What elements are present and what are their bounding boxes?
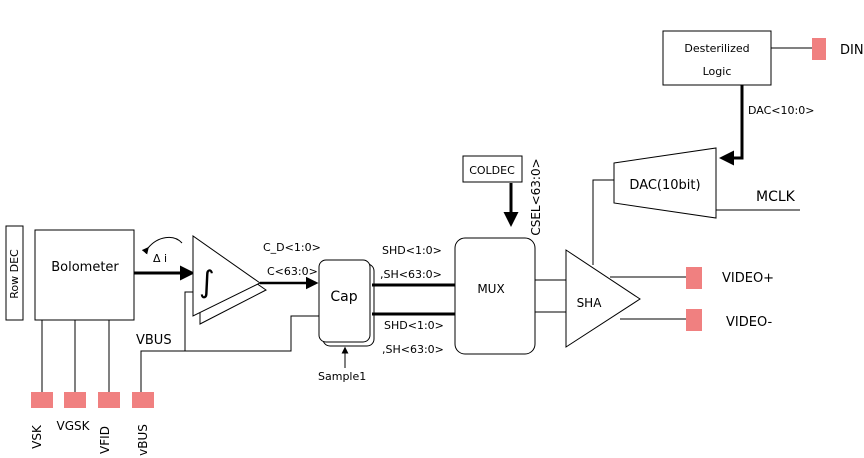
signal-c-bus: C<63:0>: [267, 265, 318, 278]
pin-label-vfid: VFID: [98, 426, 112, 454]
sha-block: [565, 249, 641, 348]
sample1-label: Sample1: [318, 370, 366, 383]
mux-block: [454, 237, 536, 355]
pin-label-din: DIN: [840, 43, 864, 58]
mux-label: MUX: [477, 282, 504, 296]
cap-block: [318, 259, 371, 343]
signal-shd-top: SHD<1:0>: [382, 244, 442, 257]
coldec-label: COLDEC: [469, 164, 515, 177]
signal-c-d: C_D<1:0>: [263, 241, 321, 254]
pad-vgsk: [64, 392, 86, 408]
signal-sh-bottom: ,SH<63:0>: [382, 343, 444, 356]
pad-vbus: [132, 392, 154, 408]
pin-label-video-minus: VIDEO-: [726, 315, 773, 330]
bolometer-block: [34, 229, 135, 321]
signal-csel: CSEL<63:0>: [529, 158, 543, 235]
integrator-symbol: ∫: [199, 265, 215, 300]
pin-label-vgsk: VGSK: [57, 419, 91, 433]
bottom-pads: [31, 392, 154, 408]
row-dec-label: Row DEC: [8, 249, 21, 299]
row-dec-block: [5, 225, 24, 321]
pad-vsk: [31, 392, 53, 408]
deserializer-block: [662, 30, 772, 86]
coldec-block: [462, 155, 523, 183]
deserializer-label-line2: Logic: [703, 65, 732, 78]
pad-video-minus: [686, 309, 702, 331]
dac-block: [613, 147, 717, 219]
signal-dac-bus: DAC<10:0>: [748, 104, 814, 117]
integrator-front: [192, 235, 261, 317]
pad-din: [812, 38, 826, 60]
pin-label-vsk: VSK: [30, 424, 44, 449]
signal-mclk: MCLK: [756, 189, 796, 205]
bolometer-label: Bolometer: [51, 260, 119, 275]
signal-shd-bottom: SHD<1:0>: [384, 319, 444, 332]
dac-label: DAC(10bit): [629, 178, 700, 193]
pad-video-plus: [686, 267, 702, 289]
delta-i-label: Δ i: [153, 252, 167, 265]
bolometer-bias-wires: [41, 320, 110, 392]
sha-label: SHA: [577, 296, 603, 310]
pad-vfid: [98, 392, 120, 408]
cap-label: Cap: [330, 289, 357, 305]
pin-label-vbus: vBUS: [136, 424, 150, 456]
vbus-wire-label: VBUS: [136, 333, 172, 348]
deserializer-label-line1: Desterilized: [684, 42, 749, 55]
delta-i-curve-arrow: [141, 236, 183, 255]
deserializer-to-dac-arrow: [719, 85, 744, 166]
signal-sh-top: ,SH<63:0>: [380, 268, 442, 281]
pin-label-video-plus: VIDEO+: [722, 271, 774, 286]
dac-to-sha-wire: [592, 179, 614, 265]
